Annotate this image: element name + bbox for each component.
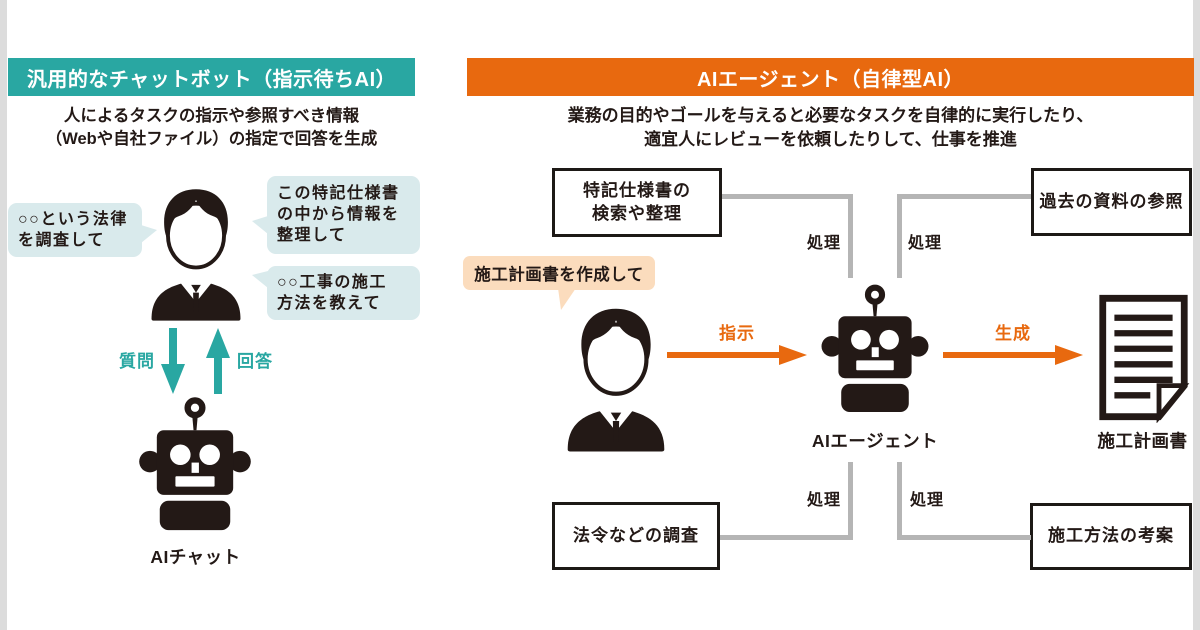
process-label-top-right: 処理 (908, 235, 943, 252)
instruction-arrow-icon (667, 345, 807, 365)
document-icon-label: 施工計画書 (1097, 431, 1188, 451)
connector-line (848, 462, 853, 540)
right-edge-strip (1193, 0, 1200, 630)
task-box-method-plan-label: 施工方法の考案 (1048, 526, 1174, 546)
generation-arrow-icon (943, 345, 1083, 365)
process-label-top-left: 処理 (806, 235, 841, 252)
task-box-law-research: 法令などの調査 (552, 502, 720, 570)
speech-bubble-spec: この特記仕様書 の中から情報を 整理して (252, 176, 420, 254)
connector-line (897, 462, 902, 540)
request-bubble-text: 施工計画書を作成して (474, 266, 644, 284)
question-label: 質問 (119, 352, 155, 371)
speech-bubble-tail (252, 216, 268, 234)
process-label-bottom-right: 処理 (910, 492, 945, 509)
speech-bubble-spec-line1: この特記仕様書 (277, 185, 400, 202)
task-box-law-research-label: 法令などの調査 (573, 525, 699, 545)
speech-bubble-tail (141, 225, 157, 243)
chatbot-robot-icon (139, 397, 251, 531)
speech-bubble-tail (252, 271, 268, 288)
process-label-bottom-left: 処理 (806, 492, 841, 509)
answer-label: 回答 (237, 352, 273, 371)
connector-line (848, 194, 853, 278)
task-box-spec-search: 特記仕様書の 検索や整理 (552, 168, 722, 237)
agent-robot-icon (821, 284, 929, 412)
agent-panel-header: AIエージェント（自律型AI） (467, 58, 1194, 96)
person-icon (151, 189, 241, 321)
agent-description-line2: 適宜人にレビューを依頼したりして、仕事を推進 (644, 130, 1017, 150)
task-box-spec-search-line2: 検索や整理 (592, 203, 682, 223)
task-box-method-plan: 施工方法の考案 (1030, 503, 1192, 570)
speech-bubble-spec-line3: 整理して (277, 227, 347, 245)
agent-description-line1: 業務の目的やゴールを与えると必要なタスクを自律的に実行したり、 (567, 106, 1094, 125)
chatbot-description-line1: 人によるタスクの指示や参照すべき情報 (63, 107, 360, 125)
chatbot-description-line2: （Webや自社ファイル）の指定で回答を生成 (45, 130, 378, 149)
speech-bubble-law: ○○という法律 を調査して (8, 203, 157, 257)
person-icon (567, 308, 665, 452)
task-box-past-docs: 過去の資料の参照 (1031, 168, 1192, 236)
document-icon (1099, 294, 1190, 423)
connector-line (720, 535, 853, 540)
agent-panel-title: AIエージェント（自律型AI） (696, 68, 965, 91)
agent-description: 業務の目的やゴールを与えると必要なタスクを自律的に実行したり、 適宜人にレビュー… (467, 104, 1194, 152)
connector-line (897, 194, 902, 278)
chatbot-panel-header: 汎用的なチャットボット（指示待ちAI） (8, 58, 415, 96)
task-box-spec-search-line1: 特記仕様書の (583, 181, 691, 201)
speech-bubble-method: ○○工事の施工 方法を教えて (252, 266, 420, 320)
instruction-label: 指示 (719, 324, 755, 343)
task-box-past-docs-label: 過去の資料の参照 (1039, 191, 1184, 211)
answer-arrow-icon (206, 328, 230, 394)
left-edge-strip (0, 0, 7, 630)
speech-bubble-law-line2: を調査して (18, 232, 106, 250)
question-arrow-icon (161, 328, 185, 394)
connector-line (722, 194, 853, 199)
speech-bubble-method-line2: 方法を教えて (277, 295, 382, 313)
chatbot-panel-title: 汎用的なチャットボット（指示待ちAI） (26, 68, 397, 91)
connector-line (897, 194, 1031, 199)
speech-bubble-law-line1: ○○という法律 (18, 211, 128, 228)
speech-bubble-spec-line2: の中から情報を (277, 206, 400, 224)
generation-label: 生成 (995, 324, 1031, 343)
connector-line (897, 535, 1031, 540)
chatbot-icon-label: AIチャット (150, 547, 241, 567)
speech-bubble-method-line1: ○○工事の施工 (277, 274, 387, 291)
request-bubble: 施工計画書を作成して (463, 256, 655, 310)
request-bubble-tail (558, 288, 576, 310)
chatbot-description: 人によるタスクの指示や参照すべき情報 （Webや自社ファイル）の指定で回答を生成 (8, 105, 415, 152)
agent-icon-label: AIエージェント (811, 431, 939, 451)
